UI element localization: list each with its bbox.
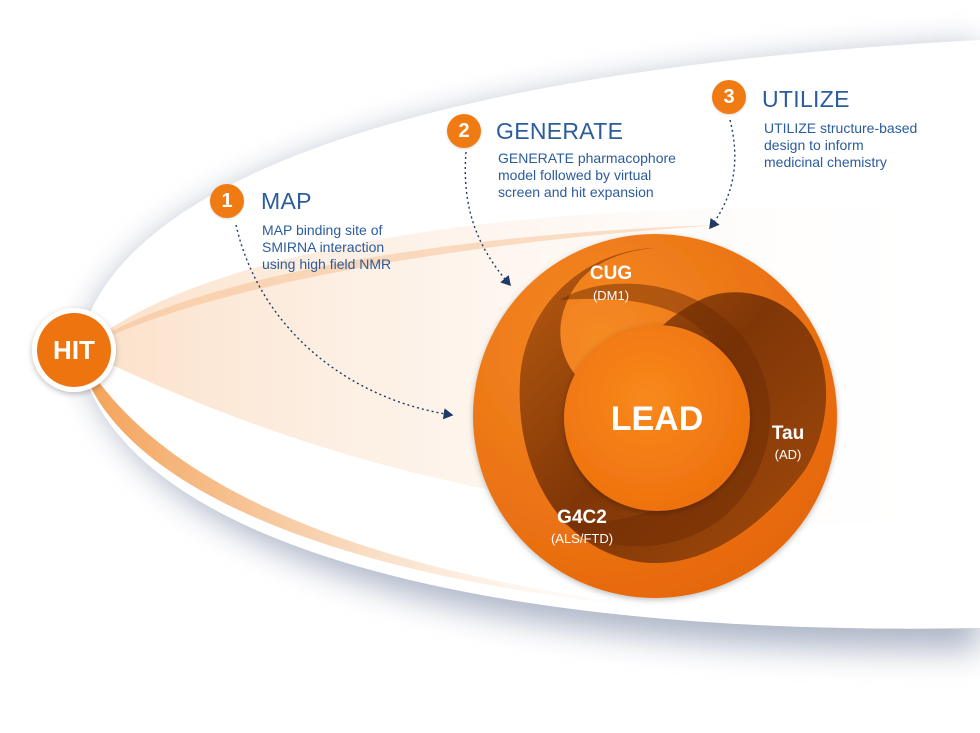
step-1-description: MAP binding site of SMIRNA interaction u… [262, 222, 391, 273]
step-2-badge: 2 [447, 114, 481, 148]
step-2-line-2: model followed by virtual [498, 167, 652, 183]
segment-g4c2-name: G4C2 [557, 507, 607, 528]
arrow-generate [464, 151, 511, 287]
segment-tau-name: Tau [772, 423, 804, 444]
step-3-badge: 3 [712, 80, 746, 114]
segment-g4c2-sub: (ALS/FTD) [551, 531, 613, 546]
step-3-title: UTILIZE [762, 86, 850, 112]
step-3-line-3: medicinal chemistry [764, 154, 887, 170]
arrow-map [235, 224, 454, 420]
step-1-line-3: using high field NMR [262, 256, 392, 272]
segment-cug-sub: (DM1) [593, 288, 629, 303]
step-3-line-1: UTILIZE structure-based [764, 120, 918, 136]
step-3-line-2: design to inform [764, 137, 864, 153]
segment-tau-sub: (AD) [775, 447, 802, 462]
target-circle [473, 234, 837, 598]
lens-rim [78, 350, 700, 612]
step-1-title: MAP [261, 188, 312, 214]
step-3-description: UTILIZE structure-based design to inform… [764, 120, 917, 171]
lead-label: LEAD [611, 400, 704, 438]
step-2-line-1: GENERATE pharmacophore [498, 150, 676, 166]
step-2-description: GENERATE pharmacophore model followed by… [498, 150, 676, 201]
step-1-badge: 1 [210, 184, 244, 218]
segment-cug-name: CUG [590, 263, 632, 284]
step-2-title: GENERATE [496, 118, 624, 144]
step-1-line-1: MAP binding site of [262, 222, 383, 238]
step-2-line-3: screen and hit expansion [498, 184, 654, 200]
arrow-utilize [709, 119, 736, 230]
lead-circle [564, 325, 750, 511]
step-1-line-2: SMIRNA interaction [262, 239, 385, 255]
hit-label: HIT [53, 335, 95, 365]
hit-node: HIT [32, 308, 116, 392]
